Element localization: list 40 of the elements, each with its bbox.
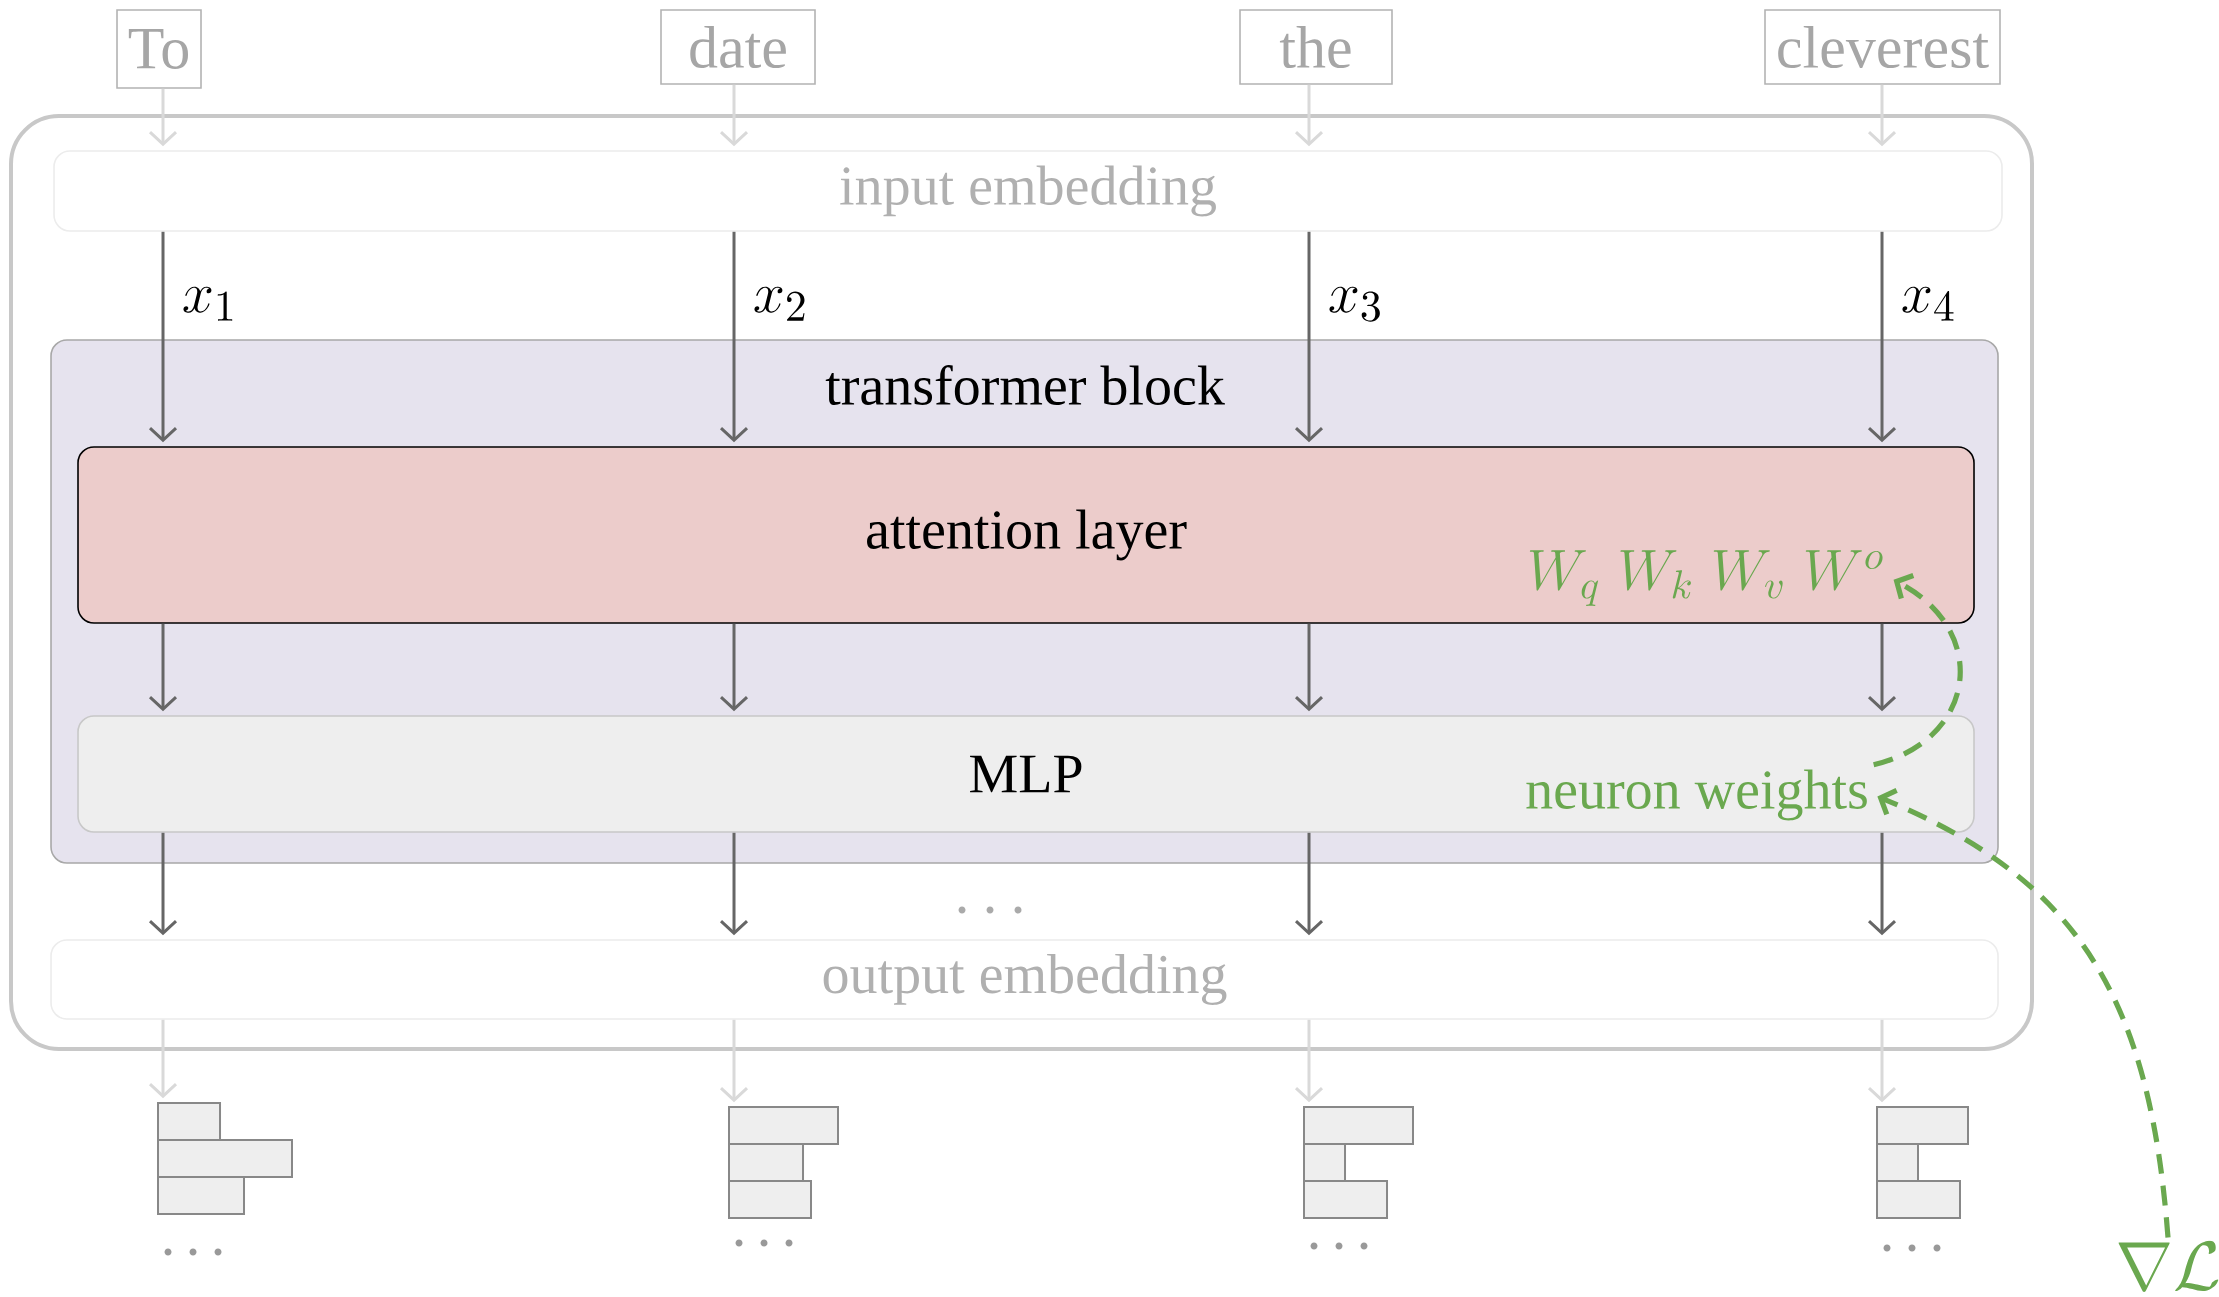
arrow — [1868, 1019, 1896, 1103]
arrow — [1295, 832, 1324, 936]
histogram-drawing — [157, 1102, 293, 1215]
arrow — [149, 88, 178, 147]
arrow — [1295, 84, 1324, 147]
edge-label: $x_2$ — [748, 283, 813, 325]
weights-label: neuron weights — [1526, 769, 1867, 821]
weight-symbols: $W_q\; W_k\; W_v\; W^o$ — [1529, 550, 1883, 606]
token-box: To — [116, 9, 202, 89]
arrow — [1868, 623, 1896, 712]
embedding-box: output embedding — [50, 939, 1999, 1020]
histogram-drawing — [728, 1106, 839, 1219]
arrow — [149, 623, 178, 712]
arrow — [720, 832, 749, 936]
edge-label: $x_4$ — [1896, 283, 1961, 325]
arrow — [149, 1019, 178, 1099]
arrow — [1295, 231, 1324, 443]
arrow — [1295, 623, 1324, 712]
arrow — [720, 231, 749, 443]
histogram-drawing — [1303, 1106, 1414, 1219]
arrow — [1877, 788, 2171, 1238]
token-box: cleverest — [1764, 9, 2001, 85]
arrow — [149, 832, 178, 936]
arrow — [149, 231, 178, 443]
arrow — [1868, 84, 1896, 147]
arrow — [1295, 1019, 1324, 1103]
embedding-box: input embedding — [53, 150, 2003, 232]
edge-label: $x_1$ — [177, 283, 242, 325]
model-frame — [9, 114, 2034, 1051]
loss-gradient: $\nabla\mathcal{L}$ — [2118, 1240, 2219, 1292]
arrow — [720, 1019, 749, 1103]
token-box: the — [1239, 9, 1393, 85]
arrow — [1872, 573, 1963, 768]
arrow — [1868, 231, 1896, 443]
edge-label: $x_3$ — [1323, 283, 1388, 325]
arrow — [720, 623, 749, 712]
histogram-drawing — [1876, 1106, 1969, 1219]
token-box: date — [660, 9, 816, 85]
arrow — [720, 84, 749, 147]
arrow — [1868, 832, 1896, 936]
